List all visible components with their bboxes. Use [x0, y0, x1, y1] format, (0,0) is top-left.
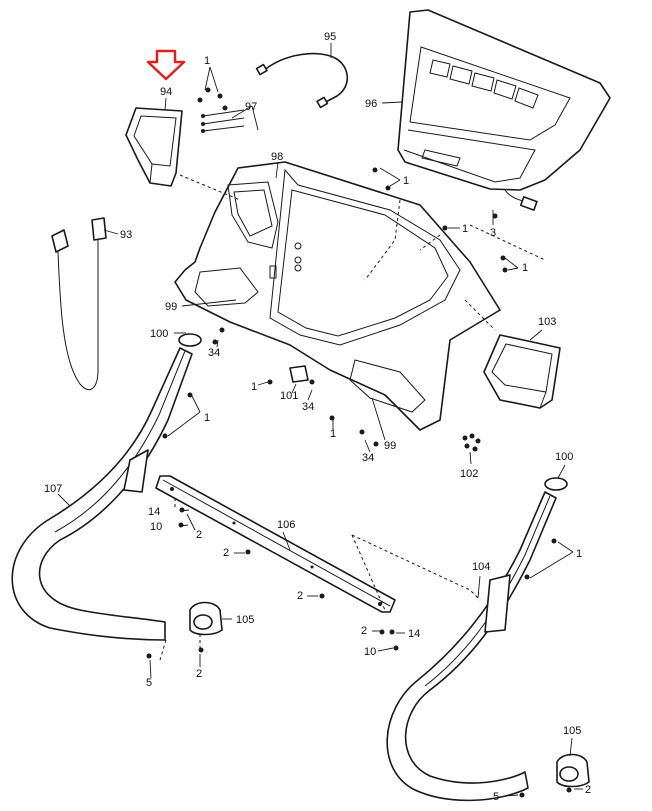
- part-106-crossbar: [155, 475, 396, 613]
- part-96-console: [397, 9, 611, 211]
- part-102-screws: [462, 433, 481, 452]
- part-104-right-handrail: [386, 477, 568, 802]
- label-10: 10: [364, 646, 376, 658]
- label-14: 14: [408, 628, 420, 640]
- label-100: 100: [555, 451, 573, 463]
- label-1: 1: [330, 428, 336, 440]
- label-34: 34: [362, 452, 374, 464]
- part-105-end-caps: [189, 601, 590, 788]
- label-99: 99: [384, 440, 396, 452]
- label-107: 107: [44, 483, 62, 495]
- leader-lines: [57, 43, 583, 797]
- label-1: 1: [462, 223, 468, 235]
- part-93-safety-clip: [51, 217, 107, 391]
- label-2: 2: [585, 784, 591, 796]
- label-1: 1: [403, 175, 409, 187]
- label-10: 10: [150, 521, 162, 533]
- label-1: 1: [576, 548, 582, 560]
- label-97: 97: [245, 101, 257, 113]
- label-2: 2: [361, 625, 367, 637]
- label-2: 2: [196, 668, 202, 680]
- assembly-guide-lines: [159, 174, 546, 661]
- label-93: 93: [120, 229, 132, 241]
- console-display-windows: [429, 59, 539, 109]
- screws: [146, 87, 572, 798]
- label-105: 105: [236, 614, 254, 626]
- label-5: 5: [493, 791, 499, 803]
- part-101-bracket: [289, 365, 309, 383]
- part-94-cup-holder: [125, 107, 183, 187]
- label-2: 2: [196, 529, 202, 541]
- part-number-labels: 1 94 95 96 97 98 1 3 1 93 99 100 34 103 …: [44, 31, 591, 803]
- label-5: 5: [146, 677, 152, 689]
- label-101: 101: [280, 390, 298, 402]
- label-102: 102: [460, 468, 478, 480]
- label-96: 96: [365, 98, 377, 110]
- label-14: 14: [148, 506, 160, 518]
- label-1: 1: [204, 412, 210, 424]
- part-98-console-base: [174, 161, 501, 431]
- label-105: 105: [563, 725, 581, 737]
- label-98: 98: [271, 151, 283, 163]
- part-107-left-handrail: [11, 333, 202, 641]
- label-2: 2: [297, 590, 303, 602]
- label-106: 106: [277, 519, 295, 531]
- label-95: 95: [324, 31, 336, 43]
- label-104: 104: [472, 561, 490, 573]
- label-1: 1: [251, 381, 257, 393]
- part-97-mounting-rods: [201, 109, 245, 133]
- label-34: 34: [208, 347, 220, 359]
- label-103: 103: [538, 316, 556, 328]
- label-99: 99: [165, 301, 177, 313]
- label-3: 3: [490, 227, 496, 239]
- label-1: 1: [522, 262, 528, 274]
- label-34: 34: [302, 401, 314, 413]
- label-1: 1: [204, 55, 210, 67]
- part-103-cup-holder: [483, 334, 561, 409]
- part-95-cable: [255, 52, 349, 109]
- label-94: 94: [160, 86, 172, 98]
- red-down-arrow-icon: [146, 49, 186, 81]
- label-2: 2: [223, 547, 229, 559]
- label-100: 100: [150, 328, 168, 340]
